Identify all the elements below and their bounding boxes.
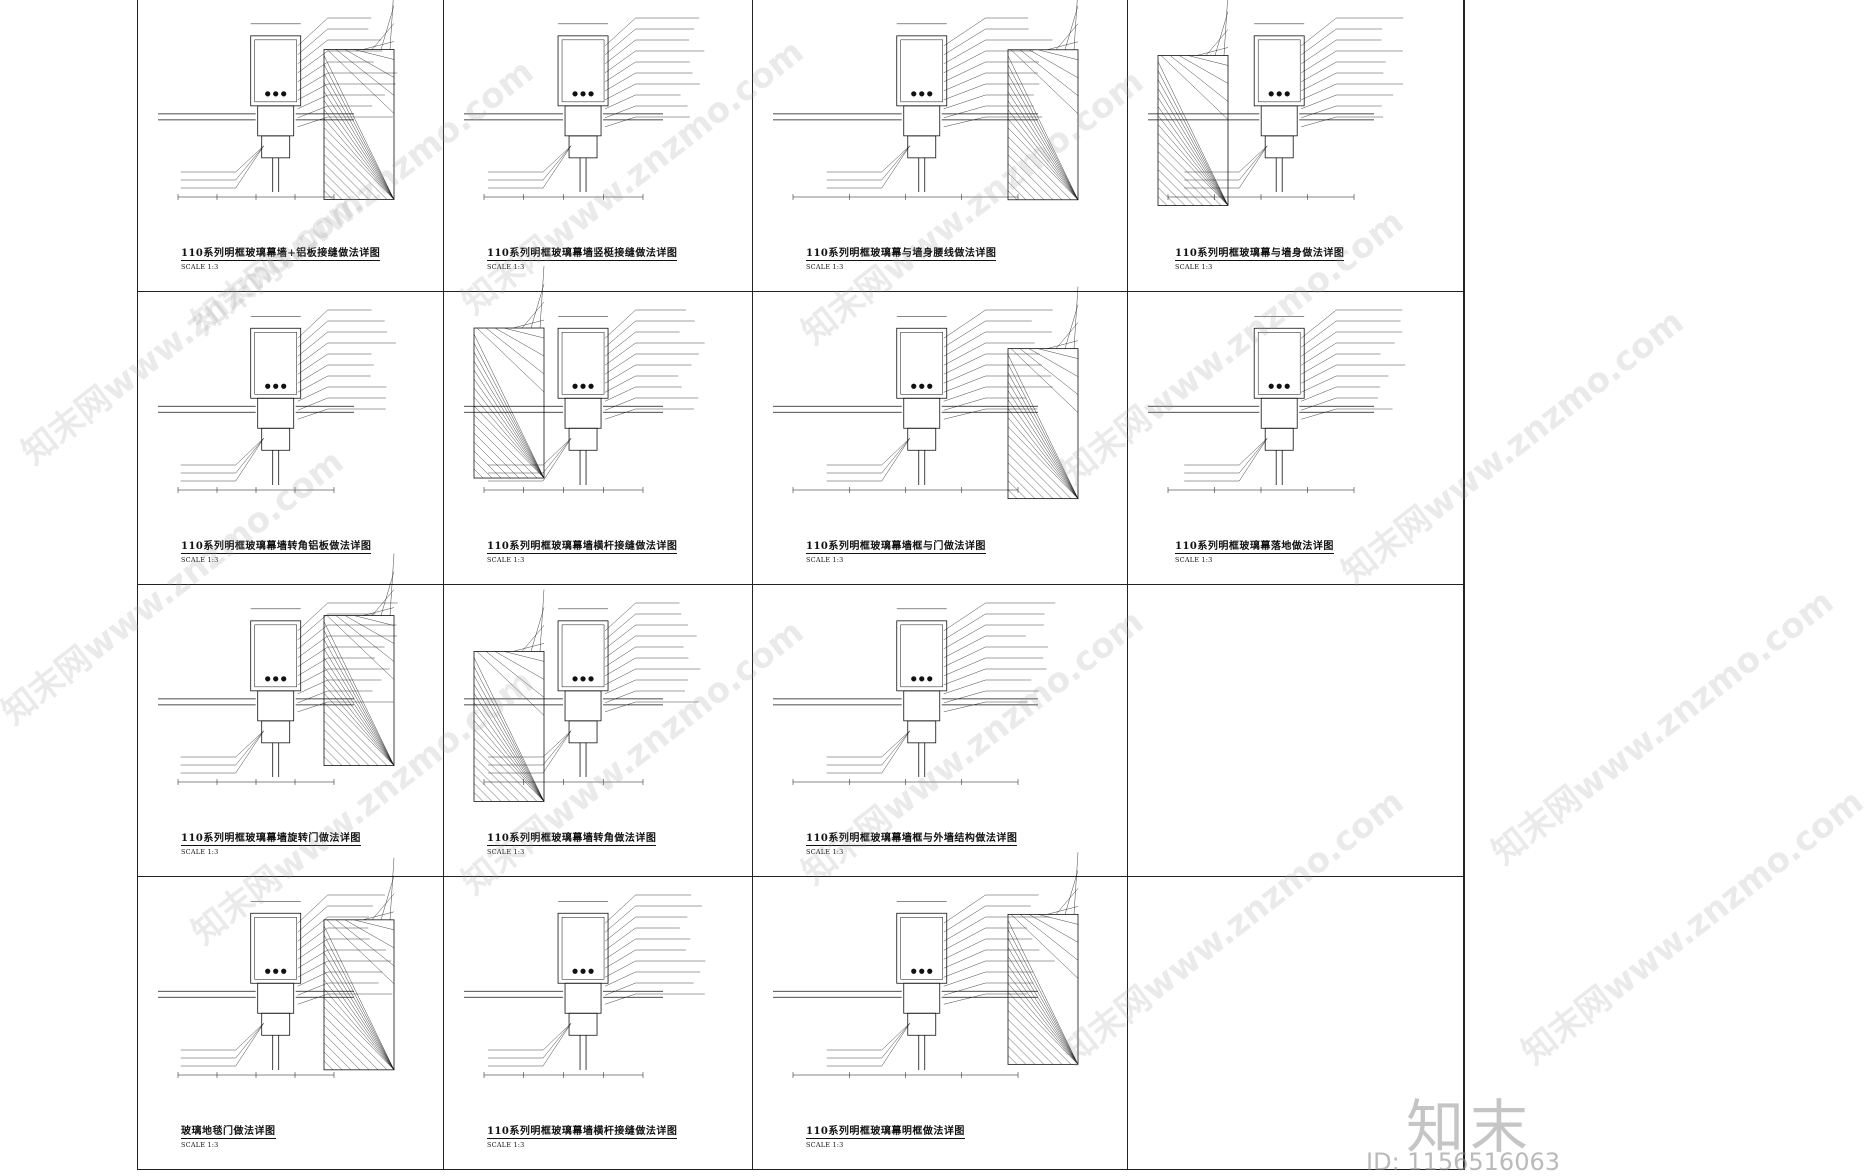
detail-cell: 110系列明框玻璃幕墙+铝板接缝做法详图 SCALE 1:3 [138, 0, 444, 292]
detail-drawing [773, 602, 1056, 785]
detail-cell: 110系列明框玻璃幕墙框与门做法详图 SCALE 1:3 [753, 286, 1128, 585]
detail-caption: 110系列明框玻璃幕落地做法详图 SCALE 1:3 [1175, 537, 1334, 564]
detail-title: 110系列明框玻璃幕明框做法详图 [806, 1122, 965, 1139]
detail-scale: SCALE 1:3 [806, 263, 844, 271]
detail-caption: 玻璃地毯门做法详图 SCALE 1:3 [181, 1122, 276, 1149]
detail-drawing [464, 894, 706, 1078]
detail-cell: 110系列明框玻璃幕墙旋转门做法详图 SCALE 1:3 [138, 553, 444, 877]
detail-drawing [773, 852, 1079, 1078]
detail-scale: SCALE 1:3 [806, 848, 844, 856]
detail-caption: 110系列明框玻璃幕明框做法详图 SCALE 1:3 [806, 1122, 965, 1149]
detail-drawing [464, 17, 705, 200]
detail-title: 110系列明框玻璃幕墙框与门做法详图 [806, 537, 986, 554]
detail-caption: 110系列明框玻璃幕墙旋转门做法详图 SCALE 1:3 [181, 829, 361, 856]
detail-caption: 110系列明框玻璃幕墙+铝板接缝做法详图 SCALE 1:3 [181, 244, 381, 271]
detail-cell: 110系列明框玻璃幕墙横杆接缝做法详图 SCALE 1:3 [444, 877, 753, 1170]
detail-cell [1128, 877, 1464, 1170]
detail-scale: SCALE 1:3 [487, 1141, 525, 1149]
detail-caption: 110系列明框玻璃幕墙横杆接缝做法详图 SCALE 1:3 [487, 1122, 678, 1149]
detail-caption: 110系列明框玻璃幕墙框与门做法详图 SCALE 1:3 [806, 537, 986, 564]
detail-title: 110系列明框玻璃幕墙转角做法详图 [487, 829, 657, 846]
detail-drawing [158, 553, 398, 785]
detail-title: 玻璃地毯门做法详图 [181, 1122, 276, 1139]
detail-drawing [158, 0, 398, 200]
detail-title: 110系列明框玻璃幕墙+铝板接缝做法详图 [181, 244, 381, 261]
detail-drawing [464, 266, 705, 493]
detail-drawing [158, 309, 396, 493]
detail-scale: SCALE 1:3 [487, 556, 525, 564]
detail-scale: SCALE 1:3 [487, 848, 525, 856]
detail-drawing [158, 857, 395, 1078]
detail-caption: 110系列明框玻璃幕与墙身做法详图 SCALE 1:3 [1175, 244, 1345, 271]
site-watermark: 知末网www.znzmo.com [1514, 781, 1872, 1073]
detail-scale: SCALE 1:3 [181, 556, 219, 564]
detail-title: 110系列明框玻璃幕墙横杆接缝做法详图 [487, 537, 678, 554]
detail-scale: SCALE 1:3 [181, 263, 219, 271]
detail-cell: 110系列明框玻璃幕墙框与外墙结构做法详图 SCALE 1:3 [753, 585, 1128, 877]
detail-title: 110系列明框玻璃幕墙框与外墙结构做法详图 [806, 829, 1018, 846]
detail-cell: 110系列明框玻璃幕墙转角铝板做法详图 SCALE 1:3 [138, 292, 444, 585]
detail-title: 110系列明框玻璃幕墙转角铝板做法详图 [181, 537, 372, 554]
detail-drawing [773, 286, 1079, 500]
detail-title: 110系列明框玻璃幕与墙身腰线做法详图 [806, 244, 997, 261]
image-id-label: ID: 1156516063 [1366, 1148, 1560, 1176]
site-watermark: 知末网www.znzmo.com [1484, 581, 1842, 873]
detail-scale: SCALE 1:3 [181, 848, 219, 856]
detail-caption: 110系列明框玻璃幕与墙身腰线做法详图 SCALE 1:3 [806, 244, 997, 271]
detail-caption: 110系列明框玻璃幕墙转角铝板做法详图 SCALE 1:3 [181, 537, 372, 564]
detail-cell: 玻璃地毯门做法详图 SCALE 1:3 [138, 857, 444, 1170]
detail-scale: SCALE 1:3 [1175, 556, 1213, 564]
detail-scale: SCALE 1:3 [1175, 263, 1213, 271]
detail-title: 110系列明框玻璃幕与墙身做法详图 [1175, 244, 1345, 261]
detail-title: 110系列明框玻璃幕墙横杆接缝做法详图 [487, 1122, 678, 1139]
brand-watermark: 知末 [1405, 1093, 1534, 1161]
detail-cell: 110系列明框玻璃幕明框做法详图 SCALE 1:3 [753, 852, 1128, 1170]
detail-drawing [773, 0, 1079, 201]
detail-cell: 110系列明框玻璃幕与墙身做法详图 SCALE 1:3 [1128, 0, 1464, 292]
detail-drawing [1148, 309, 1406, 493]
detail-drawing [1148, 0, 1404, 206]
detail-caption: 110系列明框玻璃幕墙框与外墙结构做法详图 SCALE 1:3 [806, 829, 1018, 856]
detail-caption: 110系列明框玻璃幕墙横杆接缝做法详图 SCALE 1:3 [487, 537, 678, 564]
detail-scale: SCALE 1:3 [487, 263, 525, 271]
detail-scale: SCALE 1:3 [181, 1141, 219, 1149]
detail-cell: 110系列明框玻璃幕墙横杆接缝做法详图 SCALE 1:3 [444, 266, 753, 585]
detail-drawing [464, 589, 701, 802]
detail-title: 110系列明框玻璃幕墙竖梃接缝做法详图 [487, 244, 678, 261]
detail-caption: 110系列明框玻璃幕墙转角做法详图 SCALE 1:3 [487, 829, 657, 856]
detail-cell [1128, 585, 1464, 877]
detail-title: 110系列明框玻璃幕墙旋转门做法详图 [181, 829, 361, 846]
detail-caption: 110系列明框玻璃幕墙竖梃接缝做法详图 SCALE 1:3 [487, 244, 678, 271]
detail-cell: 110系列明框玻璃幕与墙身腰线做法详图 SCALE 1:3 [753, 0, 1128, 292]
detail-scale: SCALE 1:3 [806, 556, 844, 564]
detail-cell: 110系列明框玻璃幕墙竖梃接缝做法详图 SCALE 1:3 [444, 0, 753, 292]
detail-cell: 110系列明框玻璃幕墙转角做法详图 SCALE 1:3 [444, 585, 753, 877]
detail-title: 110系列明框玻璃幕落地做法详图 [1175, 537, 1334, 554]
detail-cell: 110系列明框玻璃幕落地做法详图 SCALE 1:3 [1128, 292, 1464, 585]
detail-scale: SCALE 1:3 [806, 1141, 844, 1149]
